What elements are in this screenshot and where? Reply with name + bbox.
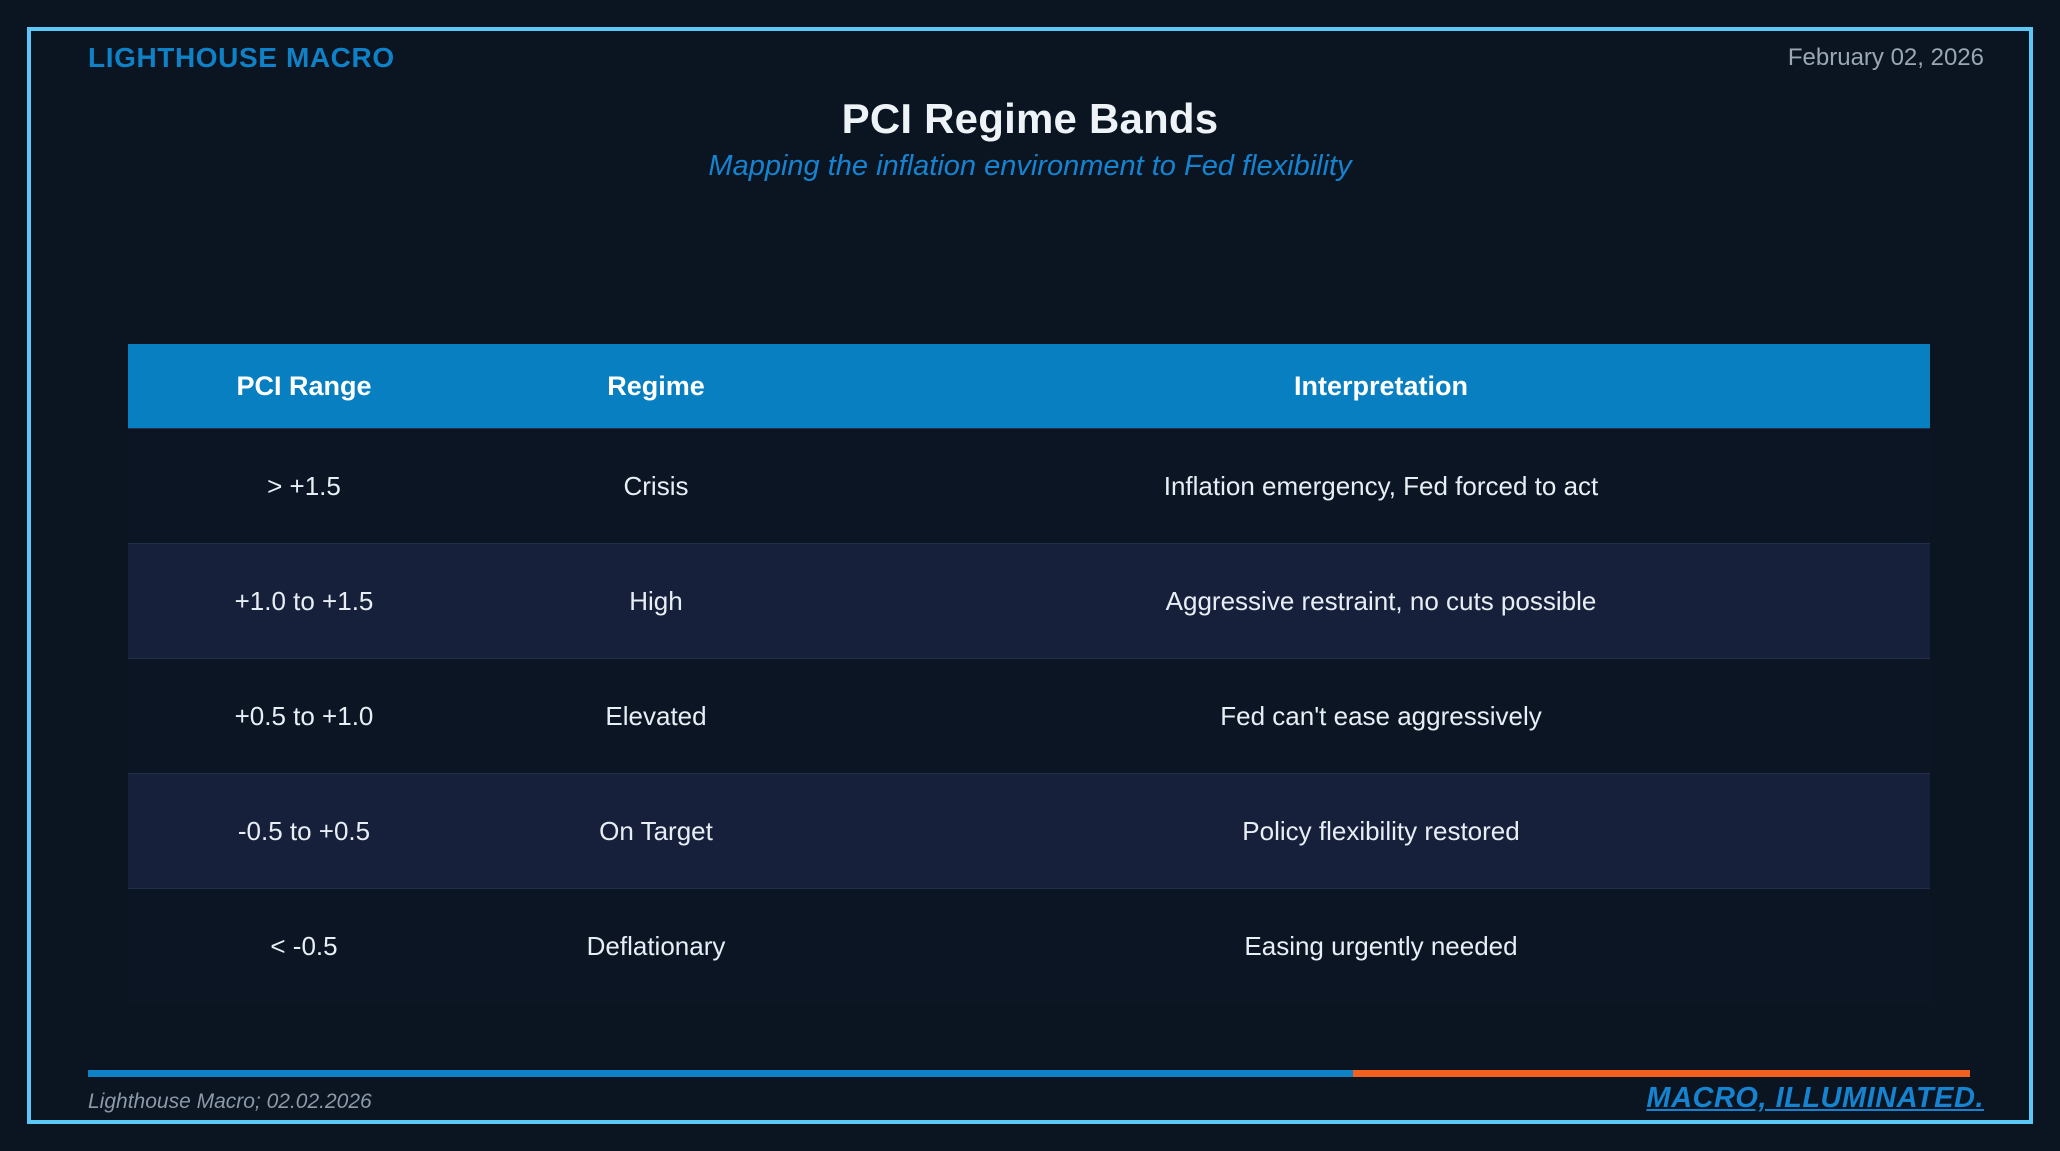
cell-pci-range: -0.5 to +0.5	[237, 815, 371, 846]
cell-pci-range: > +1.5	[267, 470, 341, 501]
table-row: +1.0 to +1.5 High Aggressive restraint, …	[128, 543, 1930, 658]
cell-regime: Deflationary	[586, 930, 726, 961]
footer-accent-bar-orange-segment	[1352, 1070, 1970, 1077]
table-row: > +1.5 Crisis Inflation emergency, Fed f…	[128, 428, 1930, 543]
regime-bands-table: PCI Range Regime Interpretation > +1.5 C…	[128, 344, 1930, 1003]
table-row: +0.5 to +1.0 Elevated Fed can't ease agg…	[128, 658, 1930, 773]
report-date: February 02, 2026	[1787, 44, 1984, 71]
table-row: < -0.5 Deflationary Easing urgently need…	[128, 888, 1930, 1003]
page-title: PCI Regime Bands	[841, 95, 1219, 142]
column-header-regime: Regime	[607, 370, 705, 401]
cell-regime: Crisis	[623, 470, 689, 501]
footer-accent-bar	[88, 1070, 1970, 1077]
table-row: -0.5 to +0.5 On Target Policy flexibilit…	[128, 773, 1930, 888]
cell-pci-range: +0.5 to +1.0	[234, 700, 374, 731]
cell-interpretation: Inflation emergency, Fed forced to act	[1163, 470, 1599, 501]
footer-tagline: MACRO, ILLUMINATED.	[1646, 1082, 1984, 1114]
table-header-row: PCI Range Regime Interpretation	[128, 344, 1930, 428]
footer-accent-bar-blue-segment	[88, 1070, 1353, 1077]
table-body: > +1.5 Crisis Inflation emergency, Fed f…	[128, 428, 1930, 1003]
footer-source: Lighthouse Macro; 02.02.2026	[88, 1090, 372, 1113]
cell-regime: On Target	[599, 815, 713, 846]
cell-pci-range: +1.0 to +1.5	[234, 585, 374, 616]
cell-interpretation: Easing urgently needed	[1244, 930, 1518, 961]
column-header-pci-range: PCI Range	[236, 370, 372, 401]
cell-interpretation: Fed can't ease aggressively	[1220, 700, 1542, 731]
cell-regime: High	[629, 585, 683, 616]
brand-wordmark: LIGHTHOUSE MACRO	[88, 42, 395, 73]
cell-pci-range: < -0.5	[270, 930, 338, 961]
column-header-interpretation: Interpretation	[1293, 370, 1468, 401]
cell-interpretation: Aggressive restraint, no cuts possible	[1165, 585, 1597, 616]
cell-interpretation: Policy flexibility restored	[1242, 815, 1520, 846]
cell-regime: Elevated	[605, 700, 707, 731]
page-subtitle: Mapping the inflation environment to Fed…	[708, 150, 1352, 182]
